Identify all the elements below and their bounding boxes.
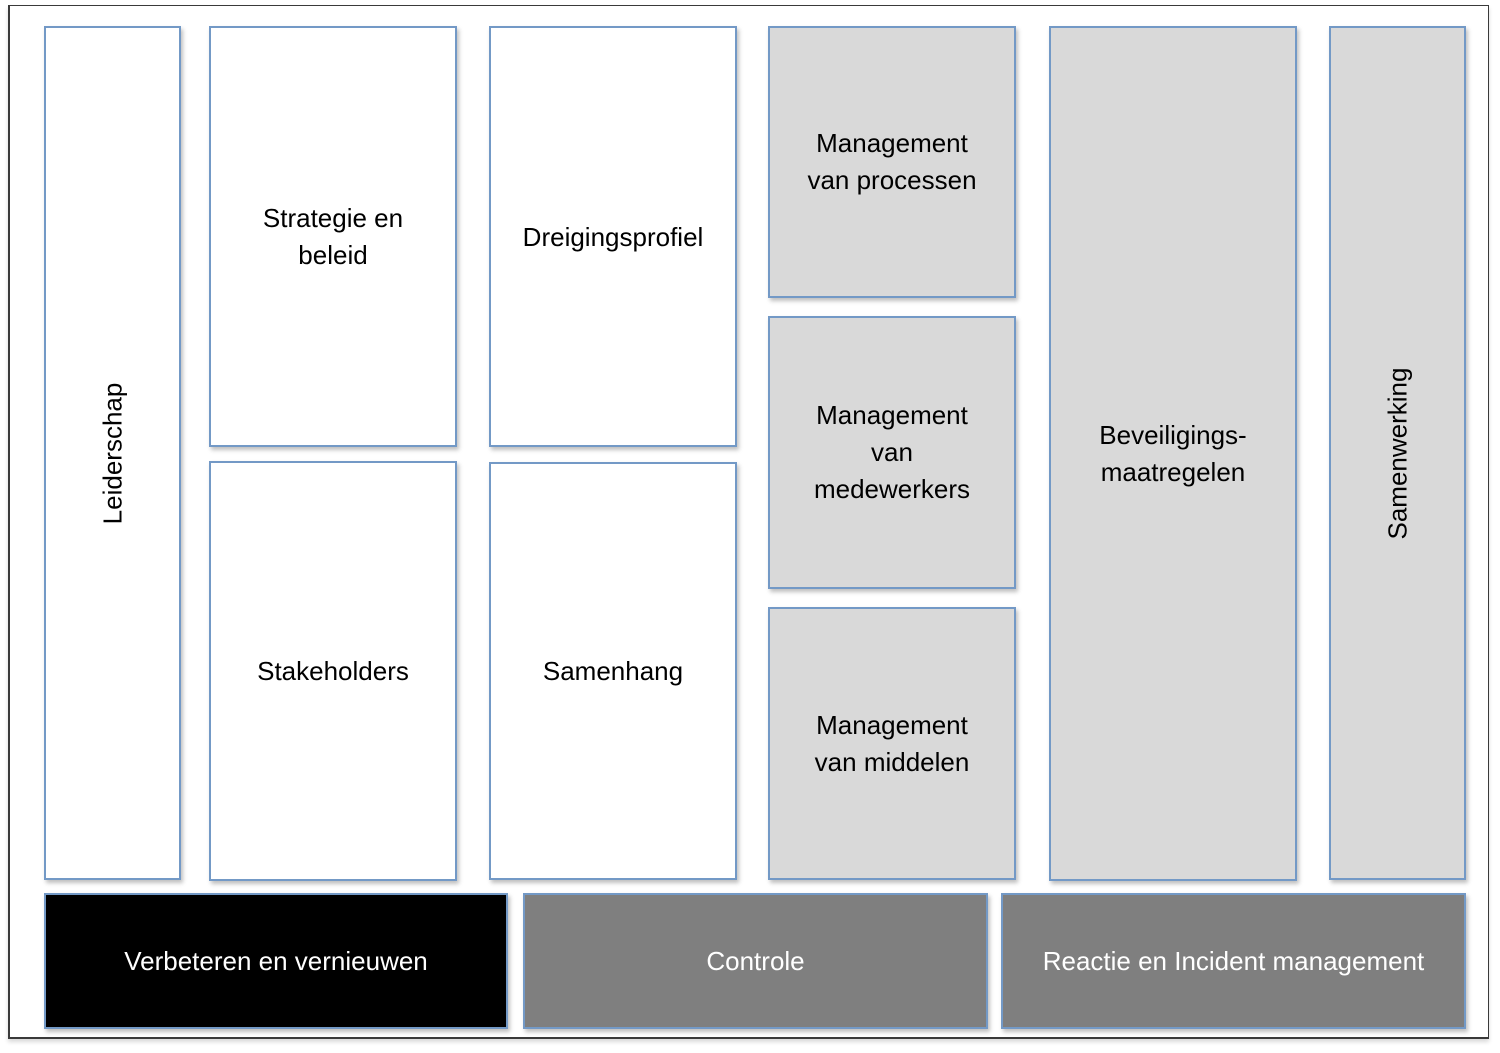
box-beveiligingsmaatregelen: Beveiligings- maatregelen (1049, 26, 1297, 881)
box-label: Management van medewerkers (813, 400, 971, 504)
box-samenwerking: Samenwerking (1329, 26, 1466, 880)
box-management-van-middelen: Management van middelen (768, 607, 1016, 880)
box-label: Management van processen (807, 128, 977, 195)
box-label: Samenwerking (1382, 367, 1413, 539)
box-label: Beveiligings- maatregelen (1099, 419, 1247, 487)
box-label: Dreigingsprofiel (522, 222, 704, 252)
box-dreigingsprofiel: Dreigingsprofiel (489, 26, 737, 447)
box-samenhang: Samenhang (489, 462, 737, 880)
box-label: Management van middelen (814, 709, 970, 777)
box-verbeteren-en-vernieuwen: Verbeteren en vernieuwen (44, 893, 508, 1029)
box-label: Controle (706, 945, 805, 976)
box-label: Stakeholders (257, 655, 409, 686)
box-label: Leiderschap (97, 382, 127, 524)
box-controle: Controle (523, 893, 988, 1029)
box-label: Verbeteren en vernieuwen (124, 945, 428, 976)
box-strategie-en-beleid: Strategie en beleid (209, 26, 457, 447)
box-leiderschap: Leiderschap (44, 26, 181, 880)
box-label: Strategie en beleid (262, 203, 404, 270)
box-stakeholders: Stakeholders (209, 461, 457, 881)
box-management-van-medewerkers: Management van medewerkers (768, 316, 1016, 589)
box-label: Reactie en Incident management (1042, 945, 1425, 976)
box-reactie-en-incident-management: Reactie en Incident management (1001, 893, 1466, 1029)
box-management-van-processen: Management van processen (768, 26, 1016, 298)
box-label: Samenhang (542, 655, 684, 686)
